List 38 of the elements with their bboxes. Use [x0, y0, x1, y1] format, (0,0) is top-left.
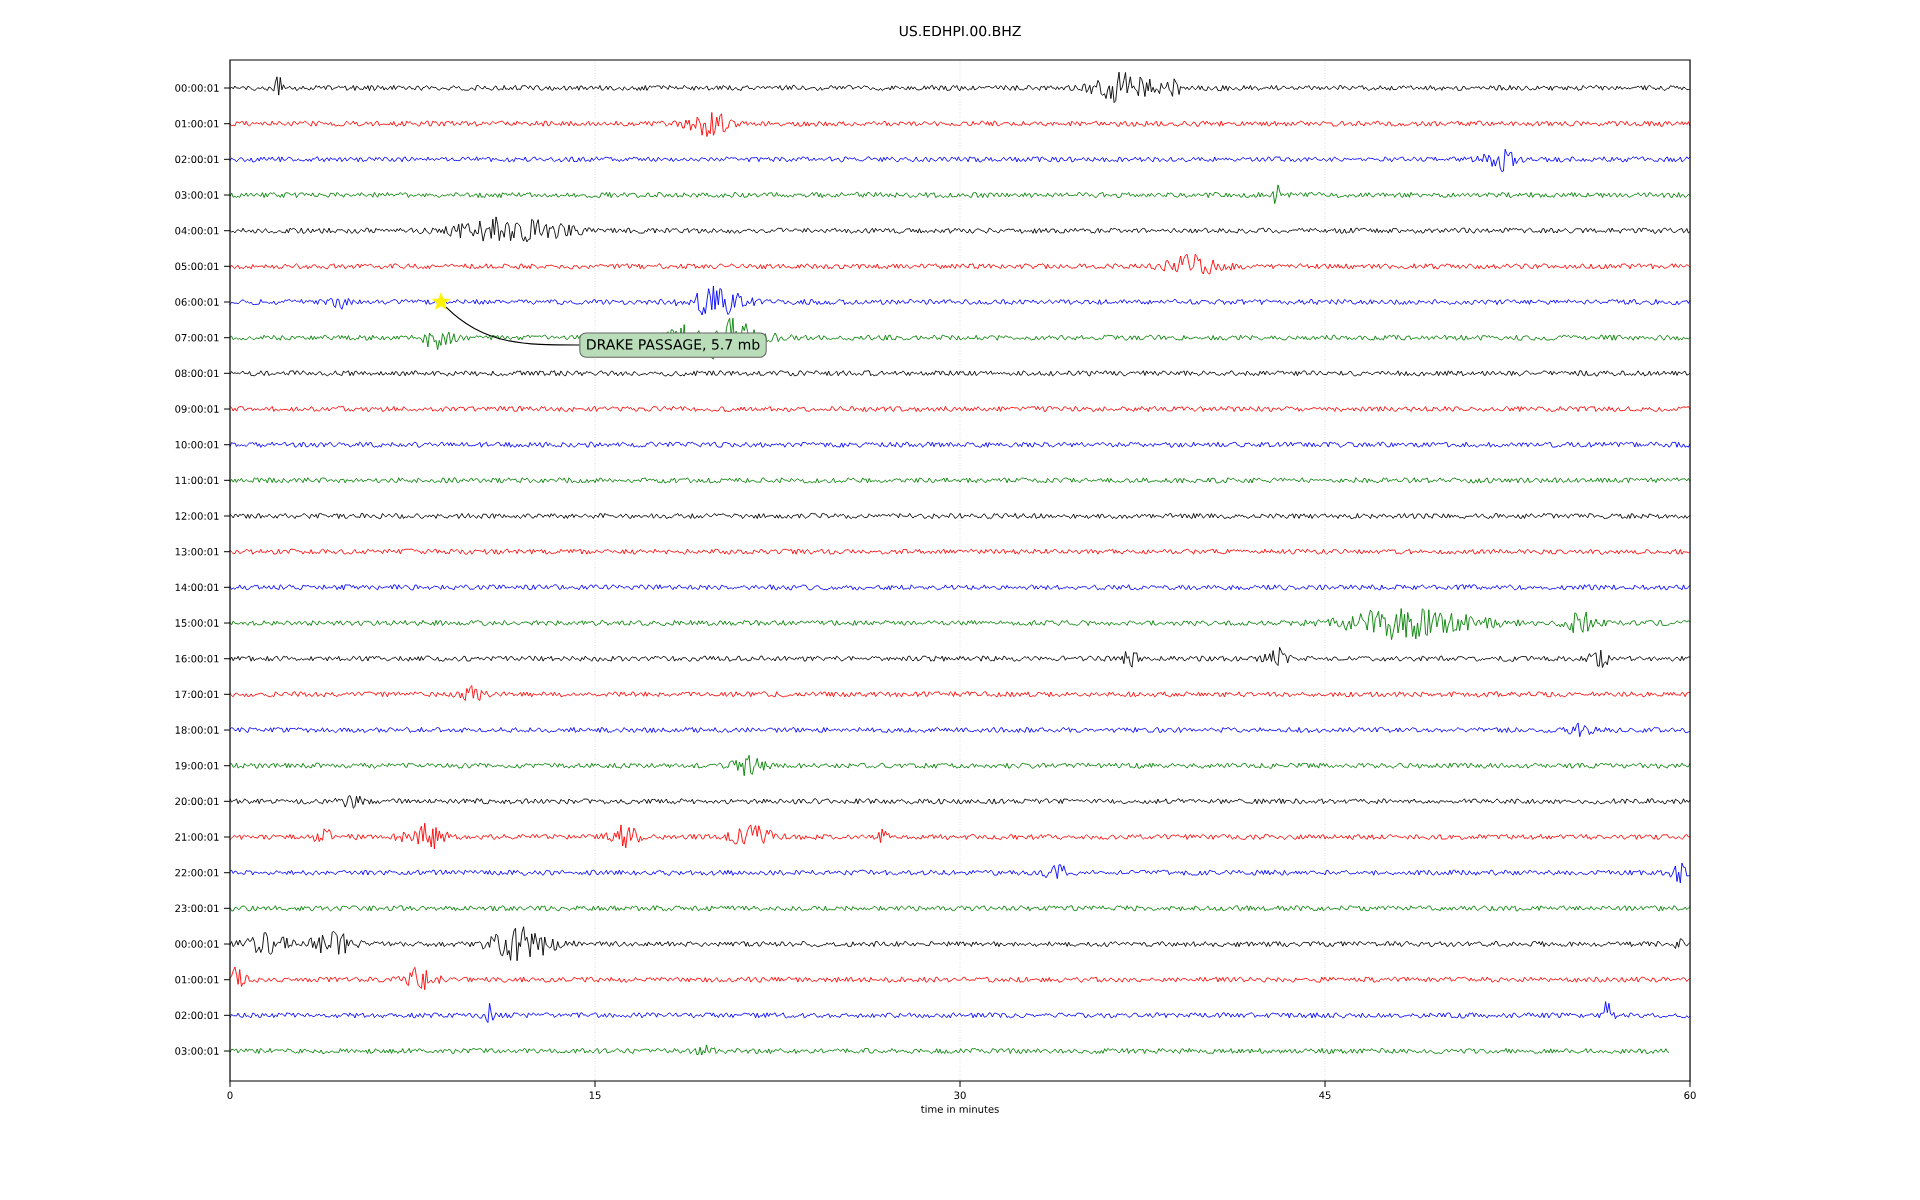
axis-tick: 30 [954, 1080, 966, 1100]
axis-tick: 02:00:01 [175, 155, 231, 164]
axis-tick: 11:00:01 [175, 476, 231, 485]
axis-tick: 03:00:01 [175, 191, 231, 199]
axis-tick: 10:00:01 [175, 440, 231, 449]
axis-tick: 00:00:01 [175, 84, 231, 92]
axis-tick: 06:00:01 [175, 298, 231, 306]
axis-tick: 13:00:01 [175, 547, 231, 556]
axis-tick: 09:00:01 [175, 405, 231, 413]
axis-tick: 60 [1684, 1080, 1696, 1100]
axis-tick: 22:00:01 [175, 868, 231, 877]
leader-line [445, 306, 580, 346]
axis-tick: 15 [589, 1080, 601, 1099]
axis-tick: 23:00:01 [175, 904, 231, 913]
axis-tick: 16:00:01 [175, 654, 231, 663]
axis-tick: 14:00:01 [175, 583, 231, 592]
axis-tick: 03:00:01 [175, 1047, 231, 1055]
axis-tick: 45 [1319, 1080, 1331, 1099]
axis-tick: 05:00:01 [175, 262, 231, 271]
axis-tick: 01:00:01 [175, 975, 231, 984]
axis-tick: 00:00:01 [175, 940, 231, 948]
annotation-box: DRAKE PASSAGE, 5.7 mb [579, 332, 767, 358]
axis-tick: 07:00:01 [175, 333, 231, 342]
axis-tick: 0 [227, 1080, 233, 1100]
axis-tick: 20:00:01 [175, 797, 231, 806]
axis-label: time in minutes [921, 1105, 999, 1113]
axis-tick: 21:00:01 [175, 833, 231, 841]
axis-tick: 02:00:01 [175, 1011, 231, 1020]
axis-tick: 08:00:01 [175, 369, 231, 378]
axis-tick: 04:00:01 [175, 226, 231, 235]
axis-tick: 17:00:01 [175, 690, 231, 699]
axis-tick: 18:00:01 [175, 726, 231, 734]
axis-tick: 01:00:01 [175, 119, 231, 128]
axis-tick: 12:00:01 [175, 512, 231, 520]
star-marker [432, 292, 450, 310]
chart-title: US.EDHPI.00.BHZ [899, 25, 1021, 37]
axis-tick: 15:00:01 [175, 619, 231, 627]
axis-tick: 19:00:01 [175, 761, 231, 770]
